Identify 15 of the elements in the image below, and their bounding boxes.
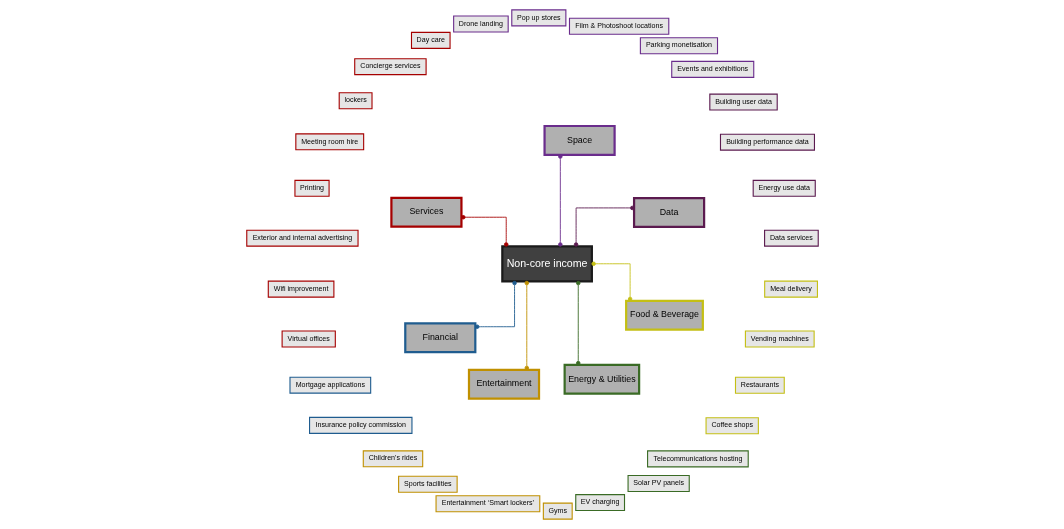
connector (575, 280, 580, 366)
connector (460, 215, 508, 247)
connector (474, 280, 517, 329)
node-box: Services (389, 196, 463, 228)
connector (557, 154, 563, 247)
connector (590, 261, 632, 302)
node-box: Energy & Utilities (563, 363, 640, 395)
node-box: Data (632, 197, 705, 229)
node-box: Entertainment (467, 368, 540, 400)
node-box: Food & Beverage (624, 299, 704, 331)
connector (524, 280, 529, 371)
node-box: Financial (403, 322, 476, 354)
connector (573, 205, 634, 247)
node-box: Space (542, 124, 616, 156)
node-box: Non-core income (500, 245, 593, 283)
